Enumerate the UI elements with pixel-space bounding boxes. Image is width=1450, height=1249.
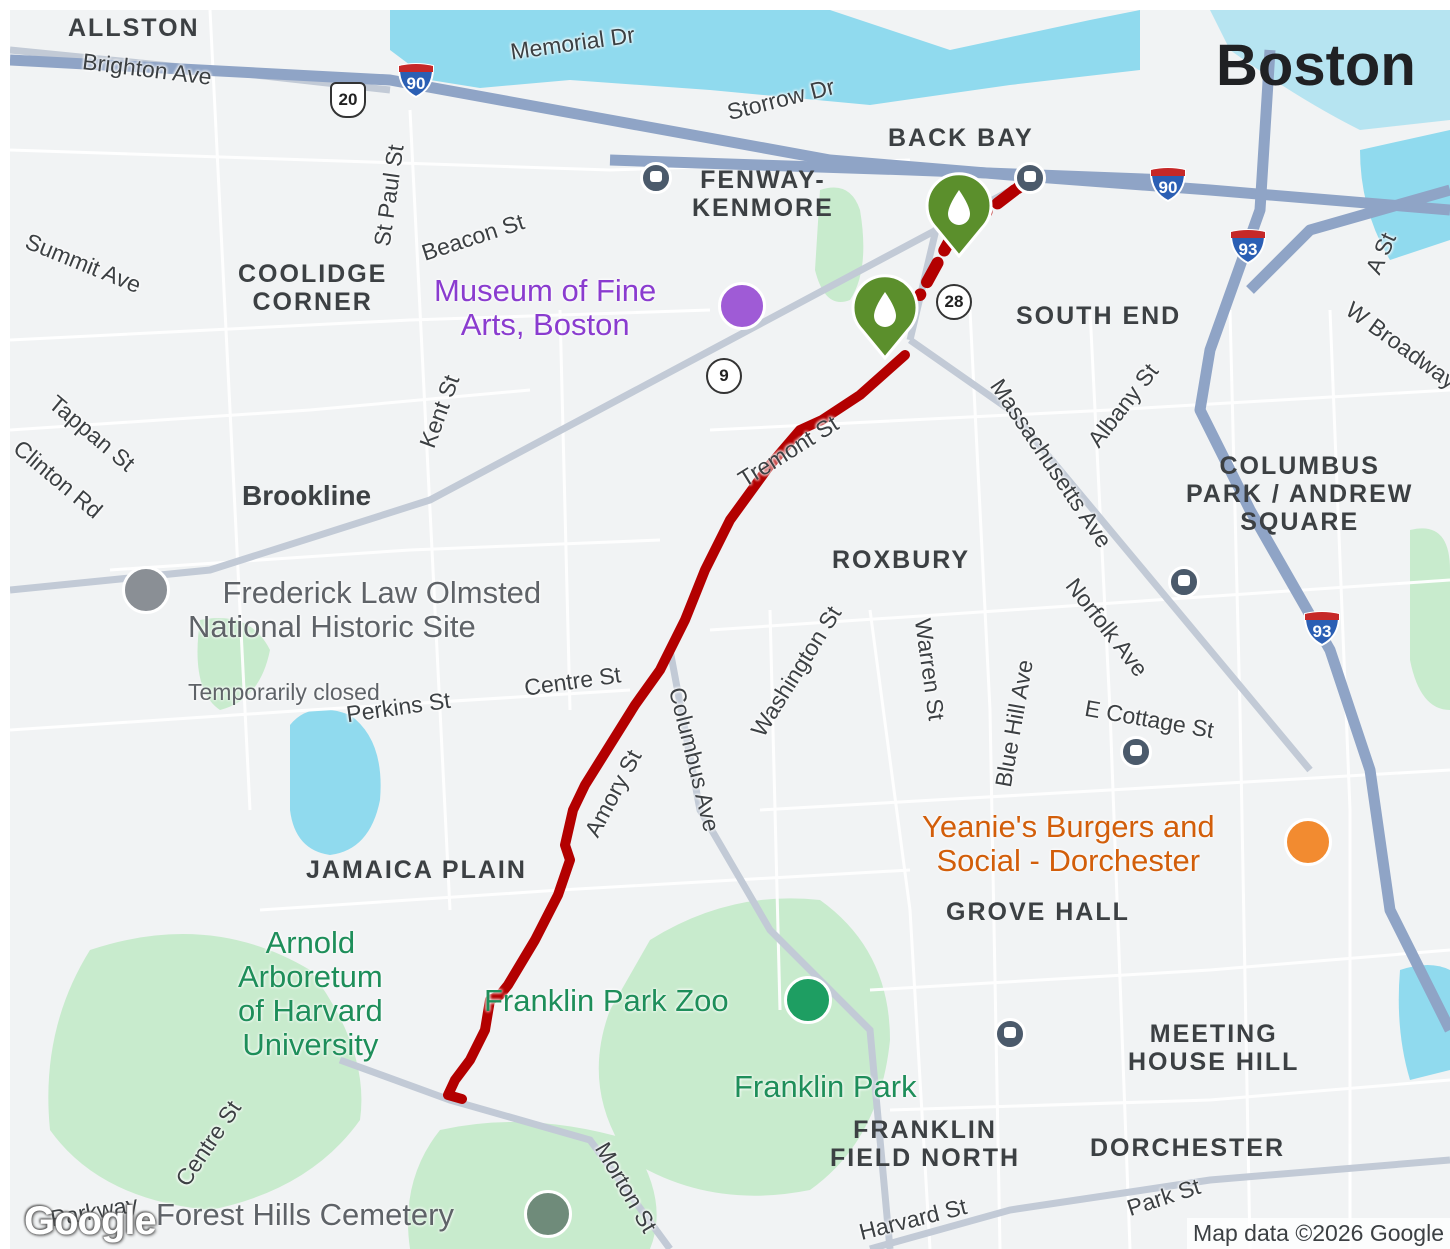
- cemetery-icon[interactable]: [524, 1190, 572, 1238]
- olmsted-park: [197, 618, 270, 710]
- poi-franklin-park[interactable]: Franklin Park: [734, 1069, 917, 1104]
- interstate-93-shield: 93: [1228, 228, 1268, 265]
- arboretum-area: [48, 934, 362, 1210]
- city-label-boston: Boston: [1216, 33, 1416, 98]
- east-park: [1410, 528, 1450, 710]
- harbor-ne: [1360, 130, 1450, 260]
- neighborhood-roxbury: ROXBURY: [832, 546, 971, 574]
- neighborhood-meeting-house-hill: MEETING HOUSE HILL: [1128, 1020, 1300, 1076]
- water-drop-icon: [874, 292, 896, 327]
- interstate-90-shield-east: 90: [1148, 166, 1188, 203]
- poi-olmsted-site[interactable]: Frederick Law Olmsted National Historic …: [188, 542, 541, 774]
- cemetery-area: [408, 1122, 657, 1249]
- water-drop-icon: [948, 190, 970, 225]
- jamaica-pond: [290, 709, 381, 855]
- historic-site-icon[interactable]: [122, 566, 170, 614]
- boston-bay: [1210, 10, 1450, 130]
- neighborhood-allston: ALLSTON: [68, 14, 200, 42]
- transit-station-icon[interactable]: [994, 1018, 1026, 1050]
- poi-museum-of-fine-arts[interactable]: Museum of Fine Arts, Boston: [434, 273, 657, 342]
- water-stop-marker-1[interactable]: [922, 172, 996, 258]
- neighborhood-columbus-park: COLUMBUS PARK / ANDREW SQUARE: [1186, 452, 1414, 536]
- interstate-shield-icon: [1303, 611, 1341, 647]
- restaurant-icon[interactable]: [1284, 818, 1332, 866]
- transit-station-icon[interactable]: [1120, 736, 1152, 768]
- town-label-brookline: Brookline: [242, 480, 372, 511]
- neighborhood-fenway: FENWAY- KENMORE: [692, 166, 834, 222]
- poi-forest-hills-cemetery[interactable]: Forest Hills Cemetery: [156, 1197, 454, 1232]
- map-canvas[interactable]: Boston Brookline ALLSTON BACK BAY FENWAY…: [10, 10, 1450, 1249]
- us-route-20-shield: 20: [330, 82, 366, 118]
- interstate-shield-icon: [1229, 229, 1267, 265]
- interstate-shield-icon: [1149, 167, 1187, 203]
- transit-station-icon[interactable]: [1168, 566, 1200, 598]
- neighborhood-grove-hall: GROVE HALL: [946, 898, 1130, 926]
- charles-river: [390, 10, 1140, 105]
- neighborhood-south-end: SOUTH END: [1016, 302, 1182, 330]
- museum-icon[interactable]: [718, 282, 766, 330]
- water-stop-marker-2[interactable]: [848, 274, 922, 360]
- poi-franklin-park-zoo[interactable]: Franklin Park Zoo: [484, 983, 729, 1018]
- route-28-shield: 28: [936, 284, 972, 320]
- neighborhood-franklin-field: FRANKLIN FIELD NORTH: [830, 1116, 1021, 1172]
- interstate-90-shield: 90: [396, 62, 436, 99]
- neighborhood-dorchester: DORCHESTER: [1090, 1134, 1286, 1162]
- neighborhood-coolidge: COOLIDGE CORNER: [238, 260, 388, 316]
- map-copyright[interactable]: Map data ©2026 Google: [1187, 1218, 1450, 1249]
- interstate-shield-icon: [397, 63, 435, 99]
- neighborhood-jamaica-plain: JAMAICA PLAIN: [306, 856, 527, 884]
- poi-yeanies-burgers[interactable]: Yeanie's Burgers and Social - Dorchester: [922, 809, 1215, 878]
- neighborhood-back-bay: BACK BAY: [888, 124, 1034, 152]
- transit-station-icon[interactable]: [1014, 162, 1046, 194]
- poi-olmsted-name: Frederick Law Olmsted National Historic …: [188, 575, 542, 644]
- google-logo[interactable]: Google: [24, 1199, 157, 1243]
- transit-station-icon[interactable]: [640, 162, 672, 194]
- poi-arnold-arboretum[interactable]: Arnold Arboretum of Harvard University: [238, 925, 383, 1062]
- zoo-paw-icon[interactable]: [784, 976, 832, 1024]
- map-base-layer: [10, 10, 1450, 1249]
- poi-olmsted-status: Temporarily closed: [188, 679, 380, 705]
- route-9-shield: 9: [706, 358, 742, 394]
- interstate-93-shield-south: 93: [1302, 610, 1342, 647]
